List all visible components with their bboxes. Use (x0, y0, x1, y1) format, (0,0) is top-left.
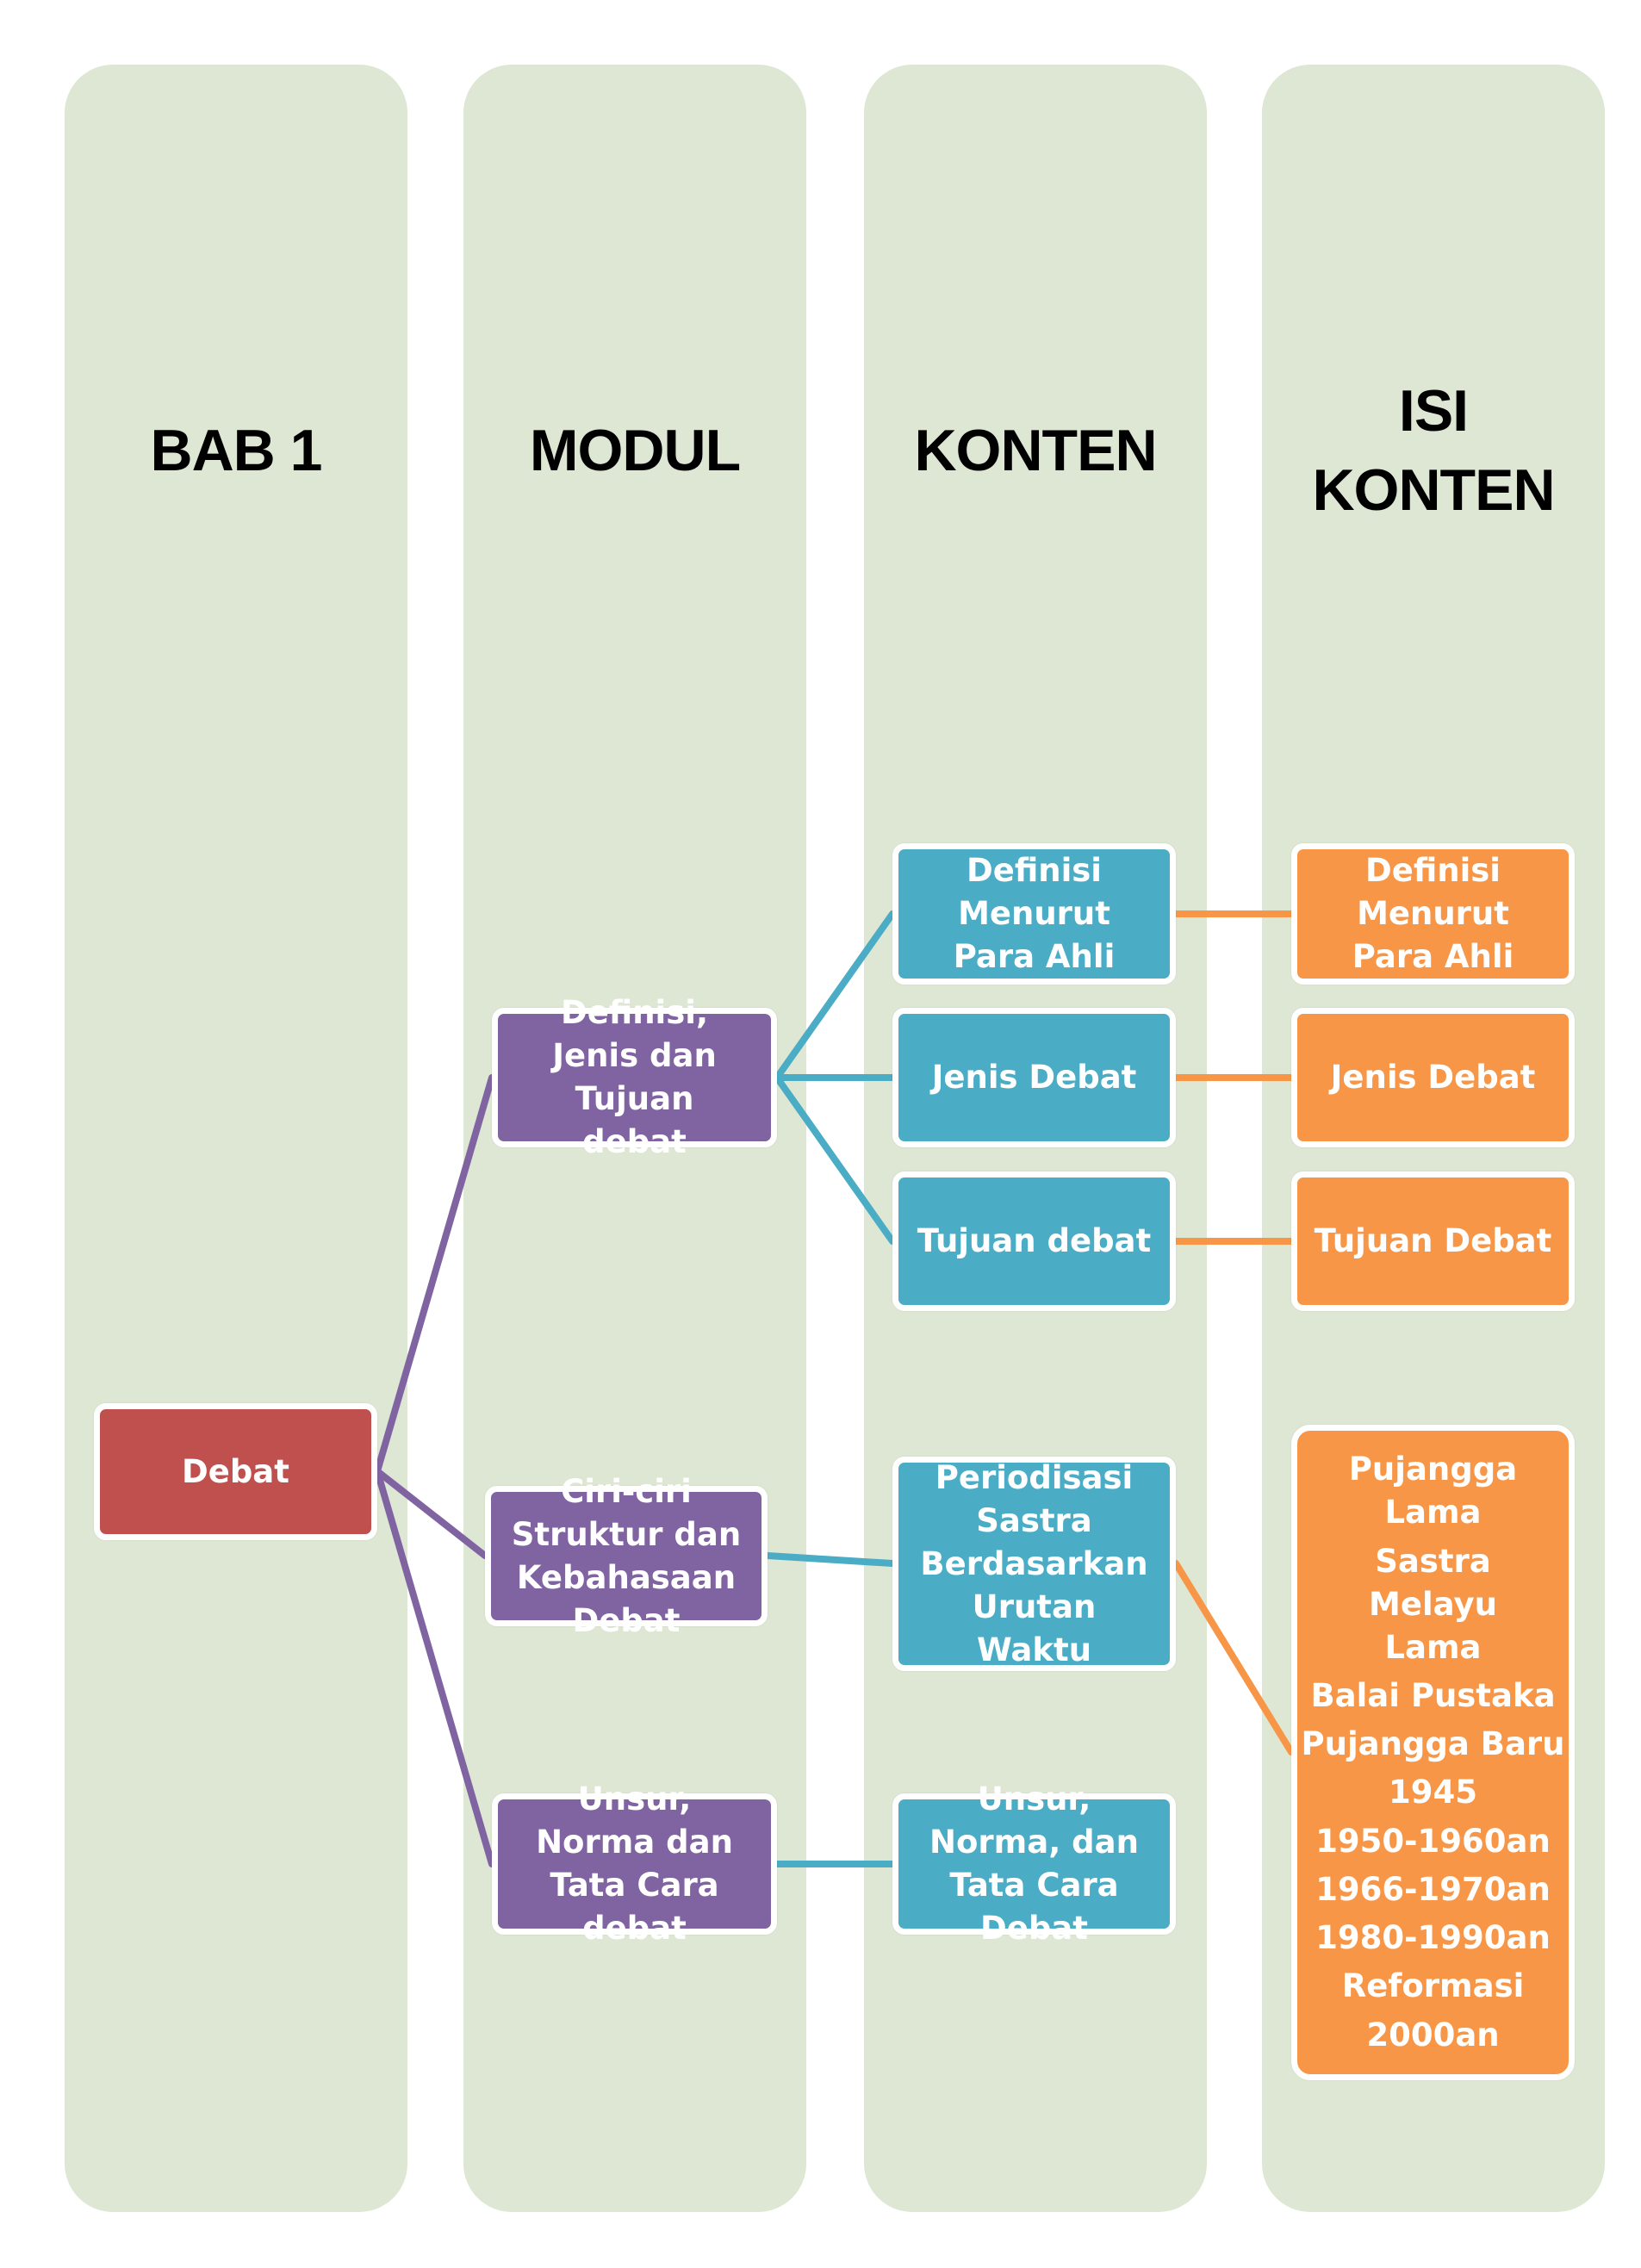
node-modul-1[interactable]: Definisi, Jenis dan Tujuan debat (492, 994, 777, 1160)
node-modul-2[interactable]: Ciri-ciri Struktur dan Kebahasaan Debat (485, 1473, 768, 1639)
node-konten-3[interactable]: Tujuan debat (892, 1171, 1176, 1311)
node-label: Tujuan Debat (1314, 1222, 1552, 1259)
periodisasi-item: Sastra Melayu Lama (1369, 1542, 1497, 1666)
node-isi-3[interactable]: Tujuan Debat (1291, 1171, 1575, 1311)
column-title-modul: MODUL (529, 418, 741, 483)
node-root-debat[interactable]: Debat (94, 1403, 377, 1540)
link-root-modul1 (374, 1074, 495, 1475)
column-title-isi-line2: KONTEN (1312, 457, 1555, 523)
node-label: Tujuan debat (917, 1222, 1152, 1259)
column-title-konten: KONTEN (914, 418, 1157, 483)
node-label: Definisi Menurut Para Ahli (953, 852, 1116, 975)
link-root-modul3 (374, 1468, 495, 1867)
node-label: Jenis Debat (1330, 1059, 1536, 1096)
node-konten-2[interactable]: Jenis Debat (892, 1008, 1176, 1147)
periodisasi-item: Pujangga Lama (1348, 1451, 1518, 1532)
periodisasi-item: 1966-1970an (1315, 1870, 1551, 1908)
node-label: Unsur, Norma dan Tata Cara debat (536, 1780, 733, 1947)
node-label: Definisi Menurut Para Ahli (1352, 852, 1514, 975)
periodisasi-item: 2000an (1366, 2016, 1500, 2054)
column-title-bab: BAB 1 (150, 418, 322, 483)
link-modul1-konten3 (774, 1074, 896, 1245)
node-isi-1[interactable]: Definisi Menurut Para Ahli (1291, 843, 1575, 985)
node-label: Ciri-ciri Struktur dan Kebahasaan Debat (511, 1472, 742, 1639)
periodisasi-item: Reformasi (1341, 1967, 1525, 2005)
periodisasi-item: Balai Pustaka (1310, 1676, 1556, 1714)
node-label: Unsur, Norma, dan Tata Cara Debat (929, 1780, 1139, 1947)
node-label: Jenis Debat (931, 1059, 1137, 1096)
node-modul-3[interactable]: Unsur, Norma dan Tata Cara debat (492, 1780, 777, 1947)
node-konten-4[interactable]: Periodisasi Sastra Berdasarkan Urutan Wa… (892, 1457, 1176, 1671)
periodisasi-item: 1980-1990an (1315, 1919, 1551, 1957)
link-modul2-konten4 (764, 1552, 896, 1567)
node-label: Definisi, Jenis dan Tujuan debat (552, 994, 717, 1160)
link-root-modul2 (374, 1468, 488, 1559)
periodisasi-item: Pujangga Baru (1301, 1725, 1565, 1763)
link-modul1-konten1 (774, 910, 896, 1081)
node-label: Debat (182, 1452, 289, 1490)
node-konten-1[interactable]: Definisi Menurut Para Ahli (892, 843, 1176, 985)
node-isi-periodisasi[interactable]: Pujangga Lama Sastra Melayu Lama Balai P… (1291, 1425, 1575, 2080)
column-title-isi-line1: ISI (1398, 378, 1469, 444)
node-konten-5[interactable]: Unsur, Norma, dan Tata Cara Debat (892, 1780, 1176, 1947)
link-konten4-isi4 (1172, 1560, 1295, 1755)
node-isi-2[interactable]: Jenis Debat (1291, 1008, 1575, 1147)
column-bab: BAB 1 (65, 65, 407, 2212)
periodisasi-item: 1945 (1389, 1774, 1477, 1811)
node-label: Periodisasi Sastra Berdasarkan Urutan Wa… (920, 1458, 1148, 1668)
periodisasi-item: 1950-1960an (1315, 1822, 1551, 1860)
